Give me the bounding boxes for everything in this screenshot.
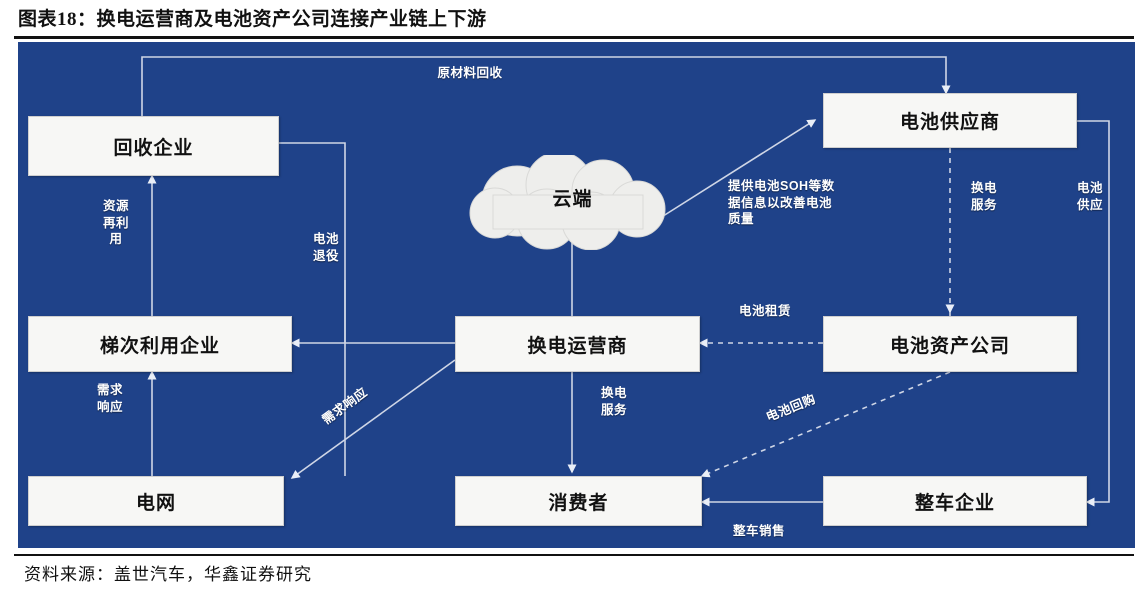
node-swap-operator[interactable]: 换电运营商 <box>455 316 700 372</box>
edge-label-battery-lease: 电池租赁 <box>738 304 791 318</box>
source-note: 资料来源：盖世汽车，华鑫证券研究 <box>24 565 312 584</box>
cloud-shape <box>469 155 666 250</box>
cloud-label: 云端 <box>552 189 593 210</box>
node-consumer[interactable]: 消费者 <box>455 476 702 526</box>
node-battery-asset[interactable]: 电池资产公司 <box>823 316 1077 372</box>
edge-label-soh-data: 提供电池SOH等数 据信息以改善电池 质量 <box>728 179 835 226</box>
edge-label-swap-service-right: 换电 服务 <box>970 181 997 212</box>
title-divider <box>14 36 1134 39</box>
edge-label-swap-service-center: 换电 服务 <box>600 386 627 417</box>
edge-label-battery-supply: 电池 供应 <box>1076 181 1103 212</box>
node-cascade-use[interactable]: 梯次利用企业 <box>28 316 292 372</box>
node-oem[interactable]: 整车企业 <box>823 476 1087 526</box>
footer-divider <box>14 554 1134 556</box>
node-grid[interactable]: 电网 <box>28 476 284 526</box>
edge-label-resource-reuse: 资源 再利 用 <box>102 199 129 246</box>
edge-label-vehicle-sales: 整车销售 <box>732 524 785 538</box>
node-battery-supplier[interactable]: 电池供应商 <box>823 93 1077 148</box>
edge-label-raw-material-recycling: 原材料回收 <box>437 66 503 80</box>
edge-label-battery-retirement: 电池 退役 <box>312 232 339 263</box>
node-recycler[interactable]: 回收企业 <box>28 116 279 176</box>
page-title: 图表18：换电运营商及电池资产公司连接产业链上下游 <box>18 9 487 30</box>
edge-label-demand-response-vertical: 需求 响应 <box>96 383 123 414</box>
